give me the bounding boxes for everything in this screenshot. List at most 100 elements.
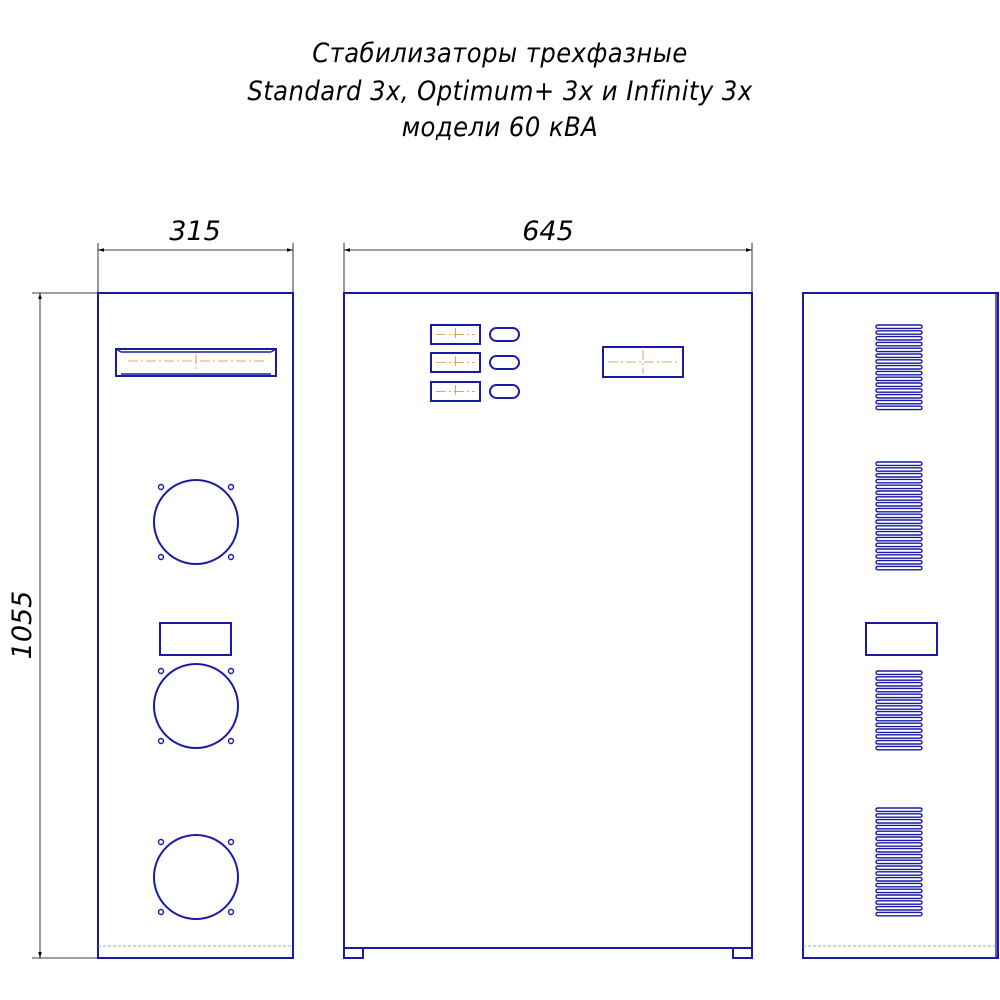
rear-view — [802, 292, 999, 959]
foot-left — [343, 947, 364, 959]
fan-grille — [153, 663, 239, 749]
vent-slot — [875, 894, 923, 900]
vent-slot — [875, 472, 923, 478]
side-view — [97, 292, 294, 959]
vent-slot — [875, 716, 923, 722]
vent-slot — [875, 745, 923, 751]
indicator-row — [430, 381, 520, 402]
vent-slot — [875, 376, 923, 382]
vent-slot — [875, 818, 923, 824]
vent-slot — [875, 324, 923, 330]
vent-slot — [875, 693, 923, 699]
vent-slot — [875, 705, 923, 710]
dimension-label-315: 315 — [169, 216, 221, 247]
vent-group — [875, 461, 923, 571]
title-line-1: Стабилизаторы трехфазные — [312, 38, 688, 69]
vent-slot — [875, 813, 923, 818]
vent-slot — [875, 548, 923, 554]
front-display — [602, 346, 684, 378]
vent-slot — [875, 359, 923, 364]
vent-slot — [875, 859, 923, 865]
vent-slot — [875, 842, 923, 847]
vent-slot — [875, 710, 923, 716]
vent-slot — [875, 565, 923, 571]
indicator-row — [430, 352, 520, 373]
vent-slot — [875, 882, 923, 888]
vent-slot — [875, 513, 923, 519]
vent-slot — [875, 393, 923, 399]
vent-slot — [875, 467, 923, 472]
dimension-height: 1055 — [7, 292, 98, 959]
vent-slot — [875, 722, 923, 728]
vent-slot — [875, 847, 923, 853]
vent-slot — [875, 347, 923, 353]
vent-slot — [875, 836, 923, 842]
vent-slot — [875, 865, 923, 871]
label-plate — [159, 622, 232, 656]
vent-slot — [875, 536, 923, 542]
front-view-outline — [343, 292, 753, 949]
vent-slot — [875, 353, 923, 359]
vent-slot — [875, 335, 923, 341]
vent-group — [875, 807, 923, 917]
side-view-outline — [97, 292, 294, 959]
vent-slot — [875, 507, 923, 513]
vent-slot — [875, 388, 923, 393]
display-window — [115, 348, 277, 377]
vent-slot — [875, 370, 923, 376]
front-view — [343, 292, 753, 959]
vent-slot — [875, 496, 923, 501]
rear-view-outline — [802, 292, 999, 959]
vent-slot — [875, 519, 923, 525]
indicator-row — [430, 324, 520, 345]
vent-slot — [875, 888, 923, 894]
rear-label-plate — [865, 622, 938, 656]
vent-slot — [875, 341, 923, 347]
dimension-width-front: 645 — [343, 216, 753, 292]
ventilation-slots — [875, 324, 923, 917]
vent-slot — [875, 670, 923, 676]
vent-slot — [875, 728, 923, 734]
vent-slot — [875, 905, 923, 911]
vent-group — [875, 324, 923, 411]
vent-slot — [875, 484, 923, 490]
vent-slot — [875, 554, 923, 559]
vent-slot — [875, 405, 923, 411]
vent-slot — [875, 853, 923, 859]
vent-slot — [875, 824, 923, 830]
vent-slot — [875, 900, 923, 905]
vent-slot — [875, 364, 923, 370]
vent-slot — [875, 399, 923, 405]
foot-right — [732, 947, 753, 959]
vent-slot — [875, 681, 923, 687]
vent-slot — [875, 330, 923, 335]
dimension-label-1055: 1055 — [7, 591, 38, 660]
vent-slot — [875, 478, 923, 484]
fan-grille — [153, 479, 239, 565]
dimension-label-645: 645 — [522, 216, 574, 247]
vent-slot — [875, 559, 923, 565]
vent-slot — [875, 530, 923, 536]
vent-slot — [875, 871, 923, 876]
vent-slot — [875, 501, 923, 507]
vent-slot — [875, 830, 923, 836]
vent-slot — [875, 911, 923, 917]
dimension-width-side: 315 — [97, 216, 294, 292]
vent-slot — [875, 382, 923, 388]
vent-slot — [875, 807, 923, 813]
vent-slot — [875, 739, 923, 745]
vent-slot — [875, 525, 923, 530]
title-line-2: Standard 3x, Optimum+ 3x и Infinity 3x — [247, 76, 753, 107]
vent-slot — [875, 734, 923, 739]
vent-slot — [875, 676, 923, 681]
vent-slot — [875, 461, 923, 467]
vent-slot — [875, 687, 923, 693]
vent-slot — [875, 542, 923, 548]
title-line-3: модели 60 кВА — [401, 112, 599, 143]
vent-slot — [875, 876, 923, 882]
vent-slot — [875, 490, 923, 496]
vent-slot — [875, 699, 923, 705]
fan-grille — [153, 834, 239, 920]
vent-group — [875, 670, 923, 751]
